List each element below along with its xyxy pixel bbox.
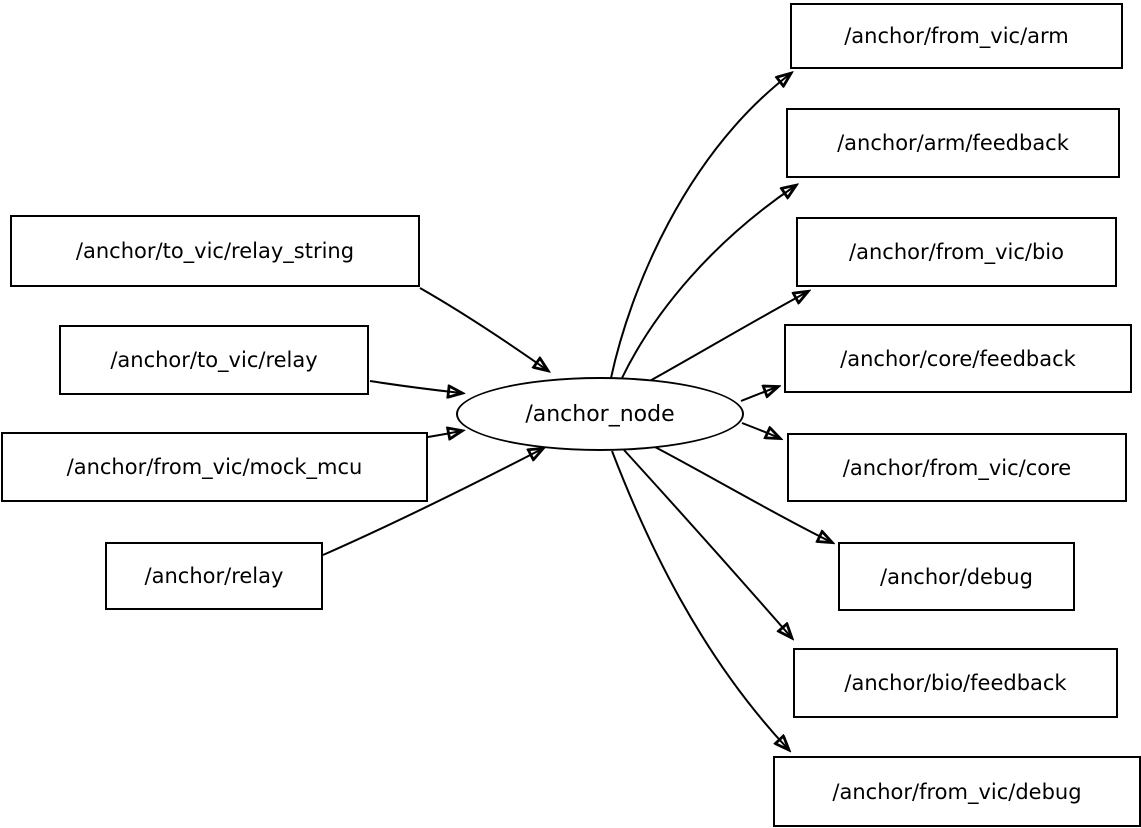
topic-box-from-vic-arm: /anchor/from_vic/arm (790, 3, 1123, 69)
edge-anchor-node-to-core-feedback (740, 387, 777, 402)
edge-anchor-node-to-from-vic-bio (647, 292, 807, 383)
edge-anchor-node-to-debug (654, 446, 831, 542)
edge-anchor-node-to-arm-feedback (621, 186, 795, 379)
topic-box-bio-feedback: /anchor/bio/feedback (793, 648, 1118, 718)
edge-to-vic-relay-string-to-anchor-node (419, 287, 547, 370)
edge-anchor-node-to-from-vic-core (741, 422, 779, 438)
topic-box-from-vic-debug: /anchor/from_vic/debug (773, 756, 1141, 827)
edge-anchor-node-to-from-vic-debug (611, 450, 788, 749)
topic-box-from-vic-mock-mcu: /anchor/from_vic/mock_mcu (1, 432, 428, 502)
topic-box-from-vic-core: /anchor/from_vic/core (787, 433, 1127, 502)
topic-box-from-vic-bio: /anchor/from_vic/bio (796, 217, 1117, 287)
edge-anchor-node-to-from-vic-arm (610, 74, 790, 379)
topic-box-debug: /anchor/debug (838, 542, 1075, 611)
edge-to-vic-relay-to-anchor-node (369, 380, 461, 393)
edge-anchor-node-to-bio-feedback (623, 449, 791, 637)
edge-from-vic-mock-mcu-to-anchor-node (427, 431, 461, 437)
topic-box-arm-feedback: /anchor/arm/feedback (786, 108, 1120, 178)
node-ellipse-anchor-node: /anchor_node (456, 377, 744, 451)
topic-box-to-vic-relay: /anchor/to_vic/relay (59, 325, 369, 395)
topic-box-to-vic-relay-string: /anchor/to_vic/relay_string (10, 215, 420, 287)
topic-box-relay: /anchor/relay (105, 542, 323, 610)
edge-relay-to-anchor-node (322, 449, 542, 556)
topic-box-core-feedback: /anchor/core/feedback (784, 324, 1132, 393)
